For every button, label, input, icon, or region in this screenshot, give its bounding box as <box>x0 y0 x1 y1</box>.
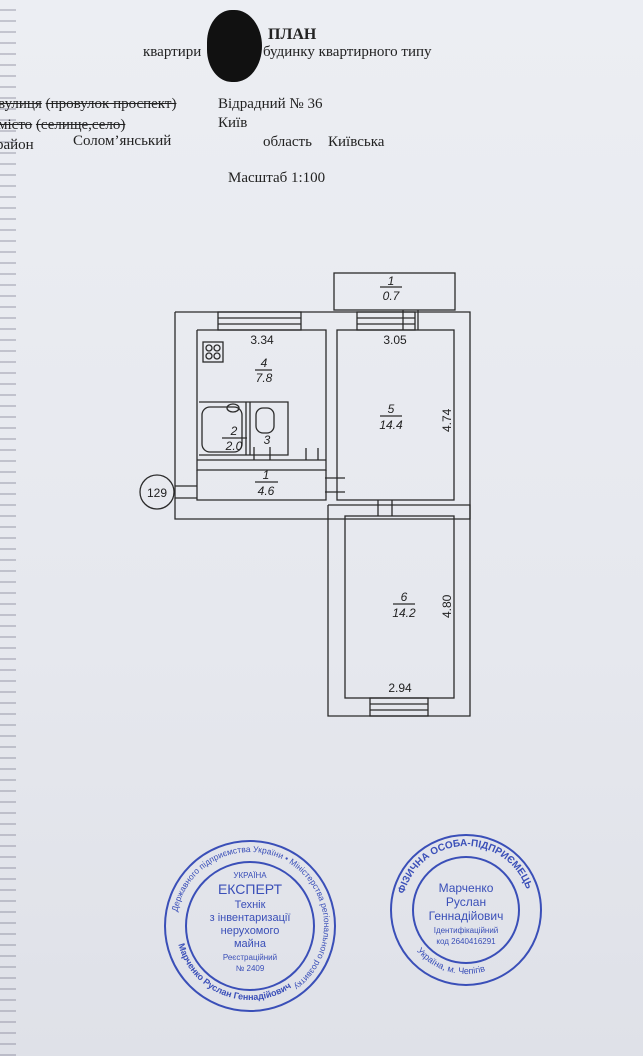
room6-dim-bottom: 2.94 <box>388 681 412 695</box>
expert-stamp: Державного підприємства України • Мініст… <box>164 840 336 1012</box>
toilet <box>255 407 275 434</box>
window-room6 <box>369 697 429 717</box>
expert-stamp-line-1: з інвентаризації <box>210 912 291 924</box>
room2-num: 2 <box>230 424 238 438</box>
expert-stamp-country: УКРАЇНА <box>233 871 267 880</box>
room1-num: 1 <box>263 468 270 482</box>
district-label: район <box>0 137 34 153</box>
outer-wall-top <box>174 311 471 520</box>
room6-area: 14.2 <box>392 606 416 620</box>
balcony-num: 1 <box>388 274 395 288</box>
header-line1-left: квартири <box>143 44 202 60</box>
street-label-b: (провулок проспект) <box>45 96 177 112</box>
redaction-mark <box>207 10 262 82</box>
region-label: область <box>263 134 312 150</box>
fop-stamp-name-0: Марченко <box>439 881 494 895</box>
city-label-a: місто <box>0 117 33 133</box>
expert-stamp-head: ЕКСПЕРТ <box>218 881 283 897</box>
apartment-number: 129 <box>147 486 167 500</box>
room4-dim-top: 3.34 <box>250 333 274 347</box>
room2-area: 2.0 <box>225 439 243 453</box>
apartment-number-circle <box>139 474 175 510</box>
fop-stamp-id-code: код 2640416291 <box>436 937 496 946</box>
header-line1-right: будинку квартирного типу <box>263 44 432 60</box>
fop-stamp: ФІЗИЧНА ОСОБА-ПІДПРИЄМЕЦЬ Україна, м. Че… <box>390 834 542 986</box>
window-room4 <box>217 311 302 331</box>
scale-label: Масштаб 1:100 <box>228 170 326 186</box>
street-label: вулиця (провулок проспект) <box>0 96 176 113</box>
city-value: Київ <box>218 115 248 131</box>
room6-dim-side: 4.80 <box>440 594 454 618</box>
room5-dim-side: 4.74 <box>440 408 454 432</box>
room1-area: 4.6 <box>258 484 275 498</box>
corridor-outline <box>196 470 327 501</box>
room5-num: 5 <box>388 402 395 416</box>
fop-stamp-name-2: Геннадійович <box>429 909 504 923</box>
expert-stamp-line-2: нерухомого <box>221 925 280 937</box>
room5-outline <box>336 329 455 501</box>
room5-dim-top: 3.05 <box>383 333 407 347</box>
stove <box>202 341 224 363</box>
bathtub <box>201 406 243 453</box>
expert-stamp-line-3: майна <box>234 938 267 950</box>
room4-area: 7.8 <box>256 371 273 385</box>
expert-stamp-reg-no: № 2409 <box>236 964 265 973</box>
fop-stamp-id-label: Ідентифікаційний <box>434 926 499 935</box>
expert-stamp-reg-label: Реєстраційний <box>223 953 277 962</box>
binding-holes <box>0 0 16 1056</box>
fop-stamp-name-1: Руслан <box>446 895 486 909</box>
room4-num: 4 <box>261 356 268 370</box>
street-value: Відрадний № 36 <box>218 96 323 112</box>
room5-area: 14.4 <box>379 418 403 432</box>
city-label-b: (селище,село) <box>35 117 126 133</box>
expert-stamp-line-0: Технік <box>235 899 266 911</box>
balcony-area: 0.7 <box>383 289 401 303</box>
window-room5 <box>356 311 416 331</box>
room3-num: 3 <box>264 433 271 447</box>
street-label-a: вулиця <box>0 96 42 112</box>
sink <box>226 403 240 413</box>
doc-title: ПЛАН <box>268 26 317 43</box>
bath-wall <box>199 401 289 456</box>
city-label: місто (селище,село) <box>0 117 125 134</box>
region-value: Київська <box>328 134 385 150</box>
expert-stamp-ring-bottom: Марченко Руслан Геннадійович <box>176 942 292 1002</box>
balcony-outline <box>333 272 456 311</box>
district-value: Солом’янський <box>73 133 172 149</box>
room6-num: 6 <box>401 590 408 604</box>
outer-wall-bottom <box>327 504 471 717</box>
svg-text:Марченко Руслан Геннадійович: Марченко Руслан Геннадійович <box>176 942 292 1002</box>
